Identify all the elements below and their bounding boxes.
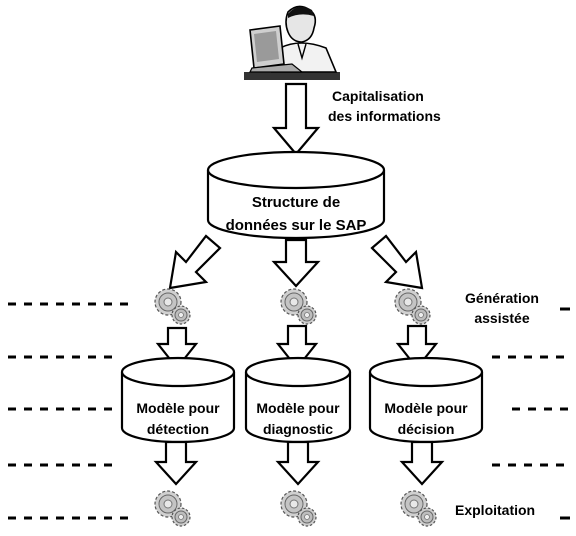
arrow-to-detection-model	[155, 326, 199, 370]
model-detection-line2: détection	[146, 421, 210, 437]
arrows-to-models	[155, 324, 439, 370]
model-diagnostic-line1: Modèle pour	[256, 400, 340, 416]
gear-cluster-icon	[154, 288, 191, 325]
arrow-to-decision-generation	[370, 234, 424, 290]
model-detection-line1: Modèle pour	[136, 400, 220, 416]
arrow-to-diagnostic-model	[275, 324, 319, 370]
model-cylinder-diagnostic	[244, 356, 352, 444]
generation-label-line2: assistée	[474, 310, 530, 326]
main-store-label-line2: données sur le SAP	[225, 217, 367, 234]
gear-cluster-icon	[400, 490, 437, 527]
model-diagnostic-line2: diagnostic	[262, 421, 333, 437]
gear-cluster-icon	[394, 288, 431, 325]
main-store-label-line1: Structure de	[251, 194, 341, 211]
arrow-to-diagnostic-generation	[271, 238, 321, 288]
model-cylinder-detection	[120, 356, 236, 444]
arrow-decision-exploitation	[399, 440, 445, 486]
gear-cluster-icon	[280, 490, 317, 527]
model-decision-line2: décision	[397, 421, 455, 437]
generation-label-line1: Génération	[465, 290, 539, 306]
gear-cluster-icon	[154, 490, 191, 527]
person-at-laptop-icon	[244, 5, 340, 80]
model-decision-line1: Modèle pour	[384, 400, 468, 416]
arrow-diagnostic-exploitation	[275, 440, 321, 486]
arrow-to-detection-generation	[168, 234, 222, 290]
capitalisation-label-line1: Capitalisation	[332, 88, 424, 104]
arrows-to-exploitation	[153, 440, 445, 486]
arrow-detection-exploitation	[153, 440, 199, 486]
main-datastore-cylinder	[206, 150, 386, 240]
exploitation-label: Exploitation	[455, 502, 536, 518]
arrow-capitalisation	[271, 82, 321, 156]
split-arrows	[168, 234, 424, 290]
level-lines	[8, 302, 572, 520]
arrow-to-decision-model	[395, 324, 439, 370]
capitalisation-label-line2: des informations	[328, 108, 441, 124]
gear-cluster-icon	[280, 288, 317, 325]
